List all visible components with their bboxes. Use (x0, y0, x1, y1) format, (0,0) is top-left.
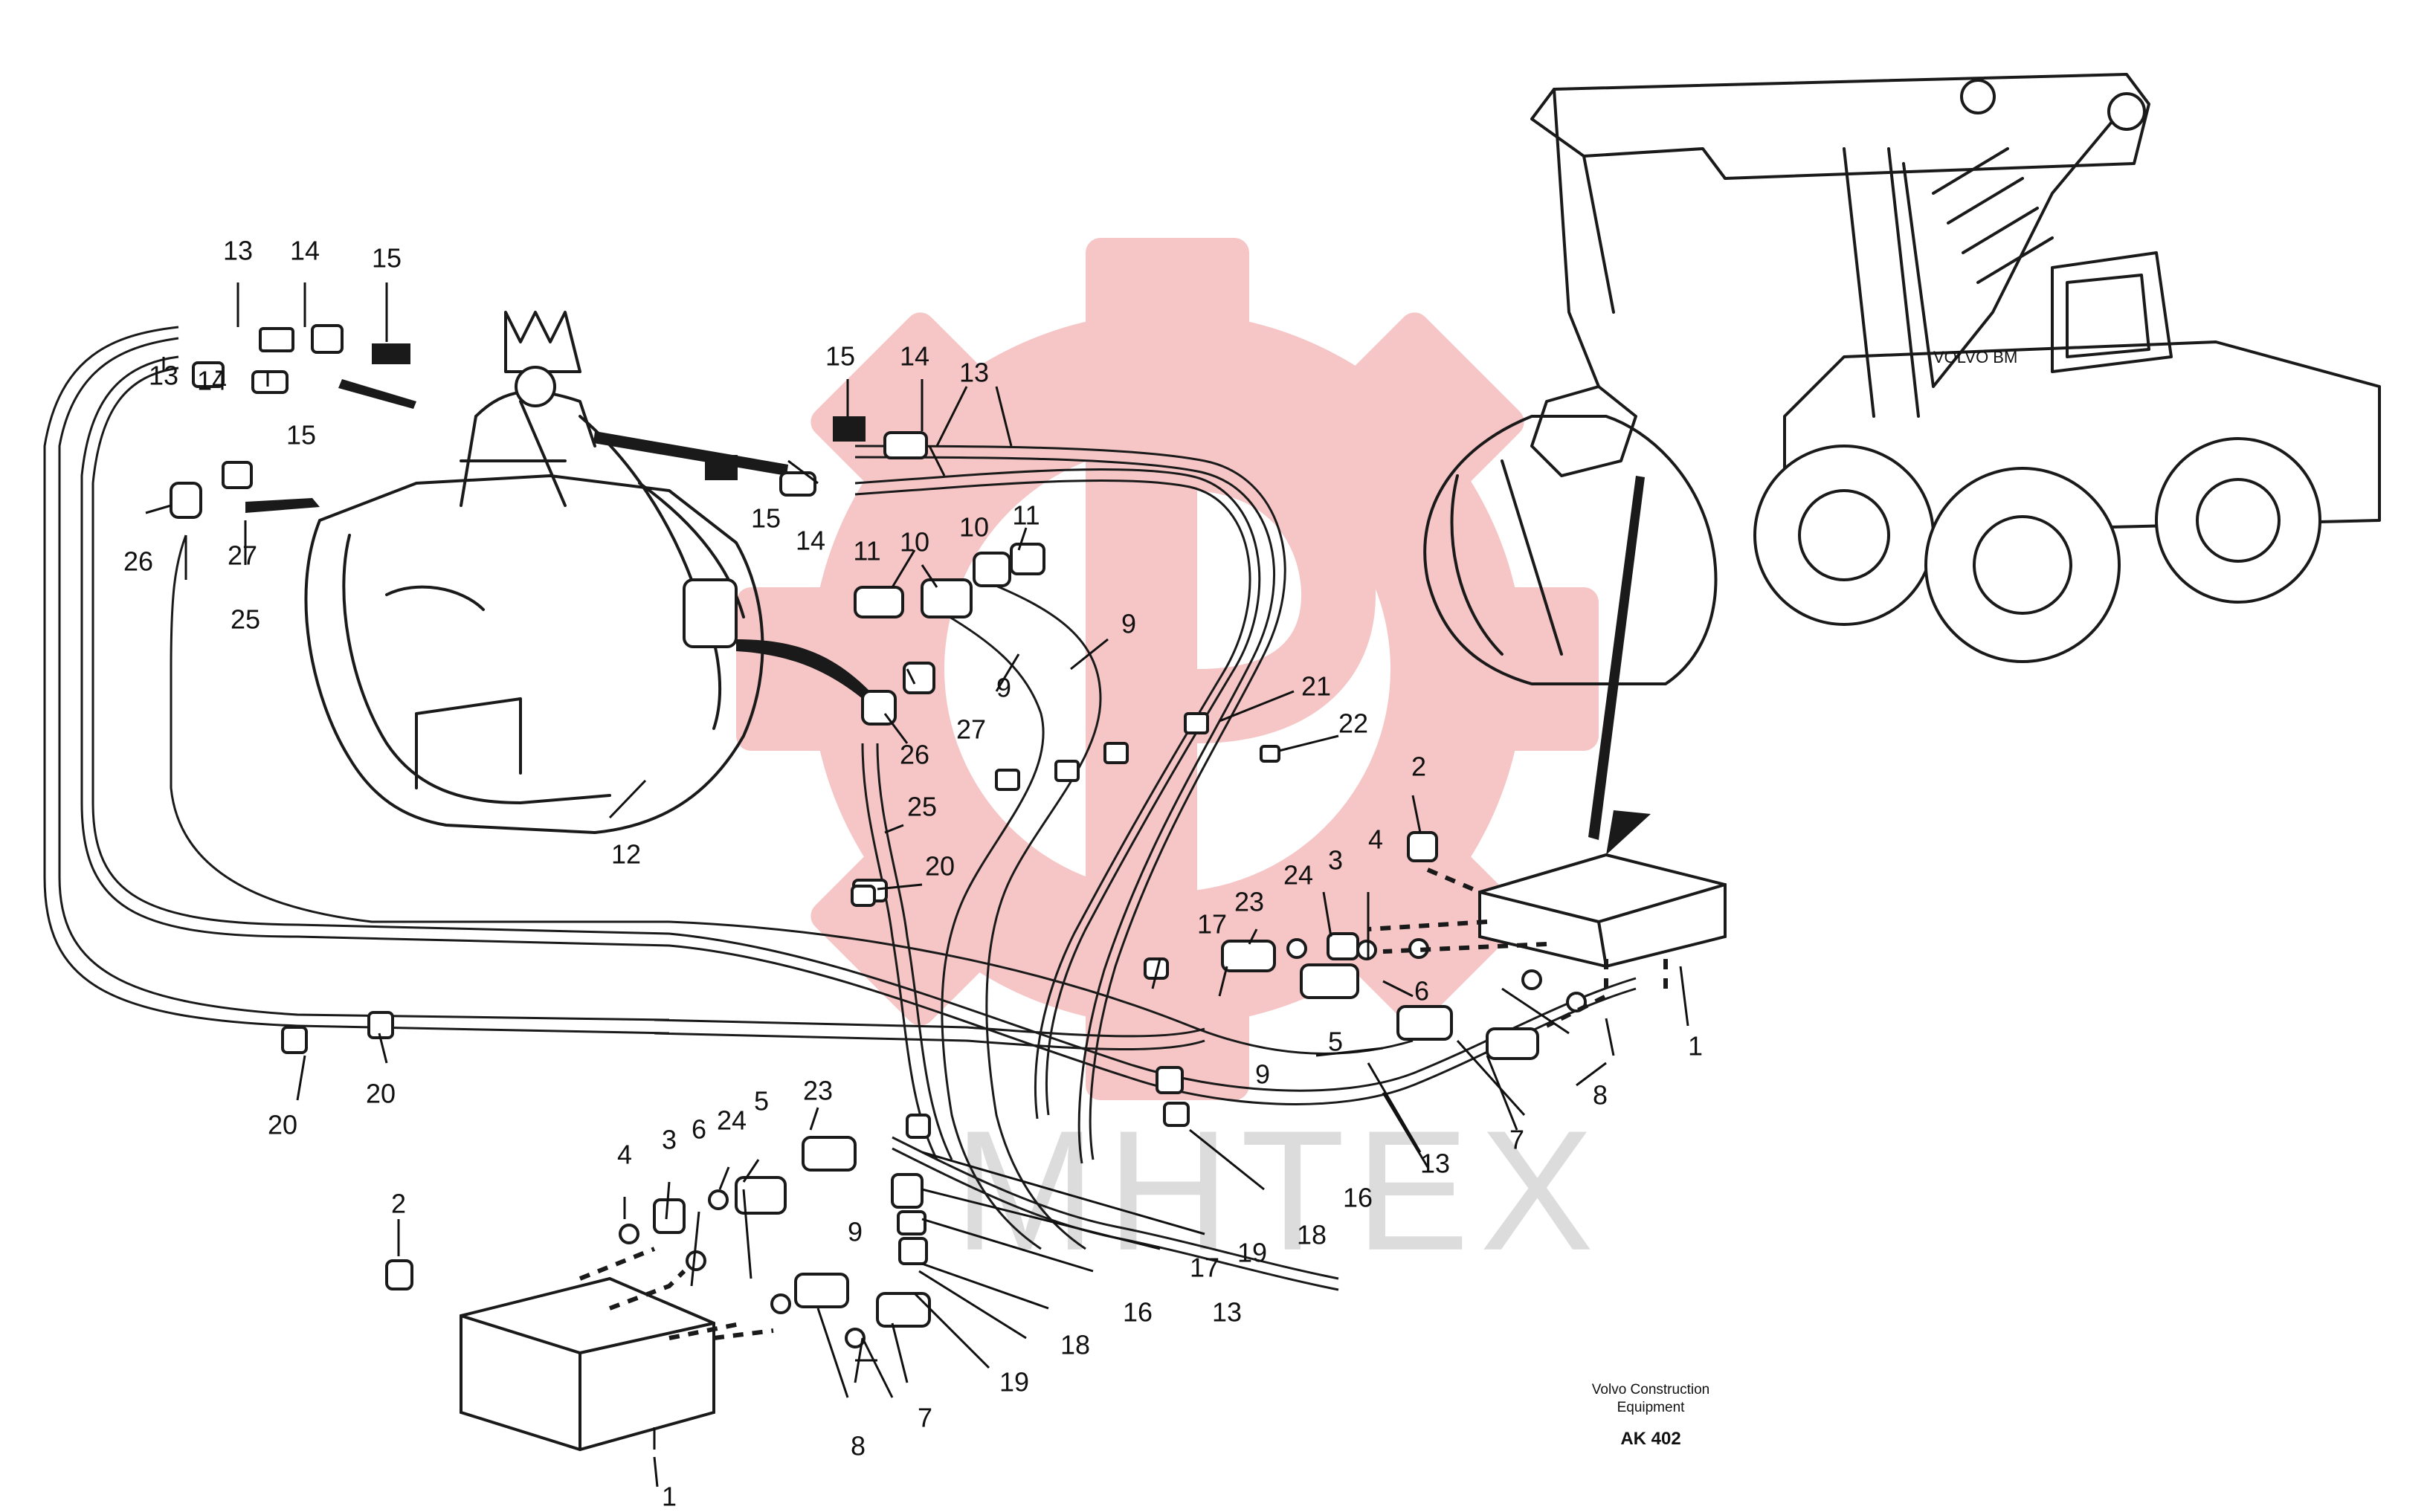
callout-15d: 15 (751, 503, 781, 534)
callout-3a: 3 (1328, 845, 1343, 876)
callout-1a: 1 (1688, 1031, 1703, 1062)
callout-labels: 13 14 15 13 14 15 26 27 25 12 15 14 13 1… (123, 236, 1703, 1512)
diagram-code: AK 402 (1620, 1429, 1681, 1449)
callout-10b: 10 (959, 512, 989, 543)
callout-8b: 8 (851, 1431, 866, 1461)
callout-6b: 6 (692, 1114, 706, 1145)
callout-13e: 13 (1212, 1297, 1242, 1328)
callout-9b: 9 (996, 673, 1011, 703)
callout-4b: 4 (617, 1140, 632, 1170)
callout-3b: 3 (662, 1125, 677, 1155)
callout-17b: 17 (1190, 1253, 1219, 1283)
forestry-machine: VOLVO BM (1423, 73, 2381, 855)
callout-24a: 24 (1283, 860, 1313, 891)
callout-14d: 14 (796, 526, 825, 556)
callout-17a: 17 (1197, 909, 1227, 940)
callout-8a: 8 (1593, 1080, 1608, 1111)
callout-2a: 2 (1411, 752, 1426, 782)
callout-19a: 19 (1237, 1238, 1267, 1268)
callout-11a: 11 (1012, 500, 1040, 531)
callout-25a: 25 (231, 604, 260, 635)
callout-5a: 5 (1328, 1027, 1343, 1057)
callout-16a: 16 (1343, 1183, 1373, 1213)
callout-13c: 13 (959, 358, 989, 388)
callout-5b: 5 (754, 1086, 769, 1117)
callout-13b: 13 (149, 361, 178, 391)
callout-9a: 9 (1121, 609, 1136, 639)
publisher-caption: Volvo Construction Equipment (1547, 1381, 1755, 1417)
callout-12: 12 (611, 839, 641, 870)
callout-23b: 23 (803, 1076, 833, 1106)
svg-text:VOLVO BM: VOLVO BM (1933, 348, 2017, 366)
callout-14b: 14 (197, 366, 227, 396)
caption-line-1: Volvo Construction (1591, 1382, 1710, 1398)
callout-15a: 15 (372, 243, 402, 274)
callout-6a: 6 (1414, 976, 1429, 1007)
callout-26b: 26 (900, 740, 929, 770)
caption-line-2: Equipment (1617, 1400, 1685, 1415)
callout-13d: 13 (1420, 1148, 1450, 1179)
callout-27a: 27 (228, 540, 257, 571)
callout-22: 22 (1338, 708, 1368, 739)
callout-10a: 10 (900, 527, 929, 558)
callout-1b: 1 (662, 1482, 677, 1512)
callout-7a: 7 (1509, 1125, 1524, 1155)
callout-14a: 14 (290, 236, 320, 266)
callout-9d: 9 (848, 1217, 863, 1247)
callout-7b: 7 (918, 1403, 932, 1433)
fittings (170, 324, 1587, 1348)
callout-18a: 18 (1297, 1220, 1327, 1250)
callout-24b: 24 (717, 1105, 747, 1136)
callout-20a: 20 (925, 851, 955, 882)
watermark-text: MHTEX (954, 1095, 1605, 1286)
callout-18b: 18 (1060, 1330, 1090, 1360)
callout-20b: 20 (366, 1079, 396, 1109)
callout-13a: 13 (223, 236, 253, 266)
callout-11b: 11 (853, 536, 880, 566)
callout-19b: 19 (999, 1367, 1029, 1398)
callout-21: 21 (1301, 671, 1331, 702)
grapple-left (245, 311, 870, 834)
callout-15c: 15 (825, 341, 855, 372)
callout-16b: 16 (1123, 1297, 1153, 1328)
callout-14c: 14 (900, 341, 929, 372)
callout-2b: 2 (391, 1189, 406, 1219)
callout-25b: 25 (907, 792, 937, 822)
callout-9c: 9 (1255, 1059, 1270, 1090)
callout-23a: 23 (1234, 887, 1264, 917)
callout-20c: 20 (268, 1110, 297, 1140)
callout-26a: 26 (123, 546, 153, 577)
valve-blocks (460, 853, 1727, 1452)
leader-lines (145, 282, 1689, 1487)
callout-27b: 27 (956, 714, 986, 745)
callout-15b: 15 (286, 420, 316, 450)
callout-4a: 4 (1368, 824, 1383, 855)
